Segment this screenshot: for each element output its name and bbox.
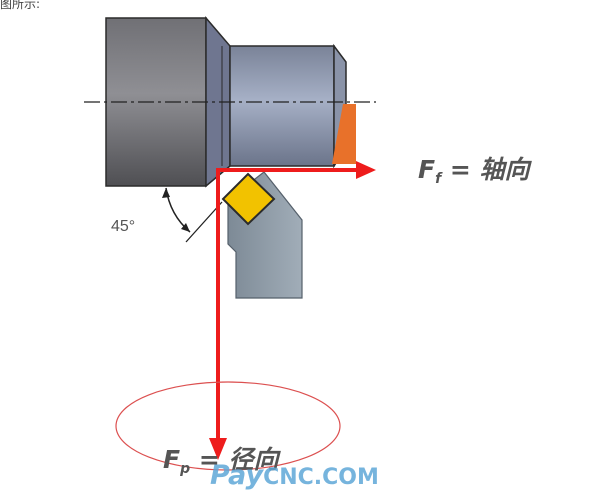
workpiece-small-diameter <box>229 45 335 167</box>
watermark-suffix: CNC.COM <box>263 465 379 490</box>
radial-force-subscript: p <box>179 461 190 477</box>
radial-force-label: Fp = 径向 <box>163 445 281 477</box>
axial-force-arrowhead <box>356 161 376 179</box>
axial-force-symbol: F <box>418 155 435 184</box>
angle-label: 45° <box>111 218 135 235</box>
axial-force-subscript: f <box>435 171 443 187</box>
radial-force-arrowhead <box>209 438 227 460</box>
angle-arrowhead-bottom <box>181 223 190 232</box>
axial-force-text: = 轴向 <box>441 155 532 184</box>
watermark-prefix: Pay <box>210 460 264 490</box>
force-lines <box>209 161 376 460</box>
radial-force-text: = 径向 <box>190 445 281 474</box>
angle-arrowhead-top <box>162 188 170 198</box>
top-caption: 图所示: <box>0 0 40 11</box>
workpiece <box>84 15 376 188</box>
radial-force-symbol: F <box>163 445 180 474</box>
axial-force-label: Ff = 轴向 <box>418 155 533 187</box>
cutting-insert <box>221 172 276 226</box>
angle-annotation: 45° <box>111 187 223 243</box>
chip <box>332 104 356 164</box>
radial-ellipse <box>115 381 341 471</box>
watermark: PayCNC.COM <box>210 460 379 490</box>
